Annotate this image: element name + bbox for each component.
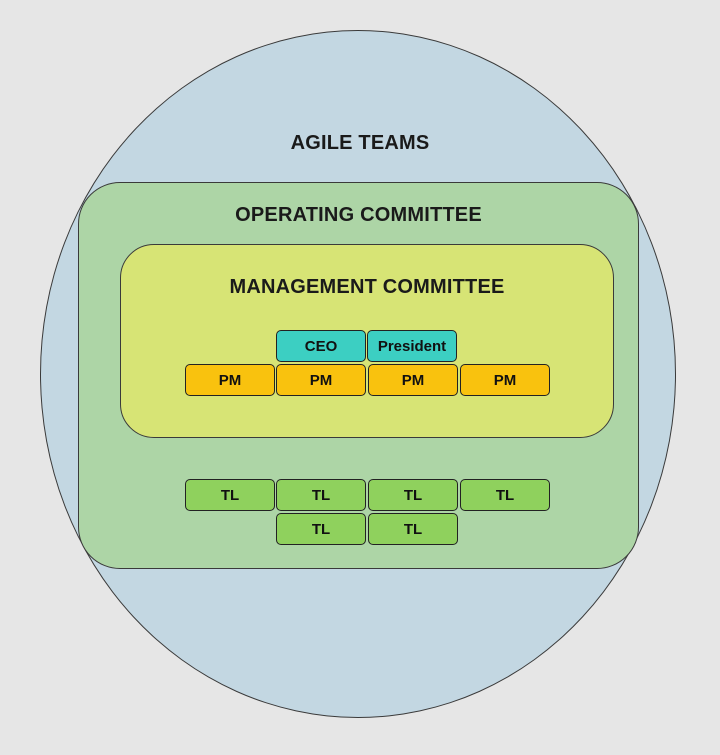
management-committee-label: MANAGEMENT COMMITTEE <box>229 276 505 298</box>
president-node[interactable]: President <box>367 330 457 362</box>
ceo-node[interactable]: CEO <box>276 330 366 362</box>
pm-node[interactable]: PM <box>460 364 550 396</box>
tl-node[interactable]: TL <box>276 513 366 545</box>
pm-node[interactable]: PM <box>276 364 366 396</box>
pm-node[interactable]: PM <box>368 364 458 396</box>
tl-node[interactable]: TL <box>185 479 275 511</box>
tl-node[interactable]: TL <box>368 479 458 511</box>
pm-node[interactable]: PM <box>185 364 275 396</box>
tl-node[interactable]: TL <box>368 513 458 545</box>
tl-node[interactable]: TL <box>460 479 550 511</box>
agile-teams-label: AGILE TEAMS <box>290 132 430 154</box>
tl-node[interactable]: TL <box>276 479 366 511</box>
operating-committee-label: OPERATING COMMITTEE <box>235 204 482 226</box>
